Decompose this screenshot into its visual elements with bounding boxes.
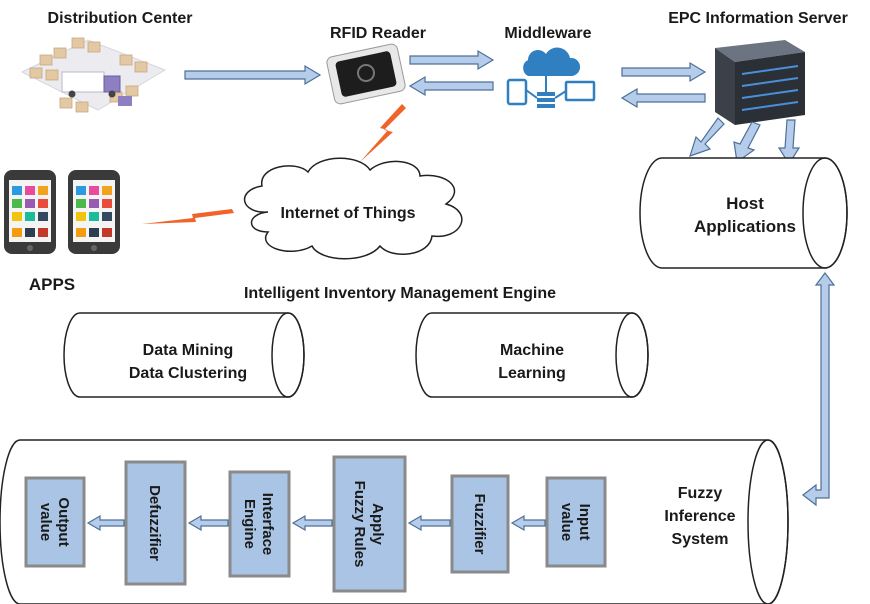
arrow-rfid-to-middleware [409,49,495,71]
arrow-warehouse-to-rfid [184,64,322,86]
defuzzifier-label: Defuzzifier [146,485,163,561]
host-applications-label-line2: Applications [694,217,796,236]
input-value-box [545,476,607,568]
arrow-middleware-to-rfid [408,75,494,97]
output-value-label-line2: value [37,503,54,541]
arrow-server-to-host-3 [777,119,801,166]
interface-engine-box [228,470,291,578]
arrow-rules-to-engine [291,514,333,532]
fuzzy-system-label-line2: Inference [664,508,735,525]
machine-learning-label-line1: Machine [500,342,564,359]
fuzzifier-box [450,474,510,574]
rfid-reader-icon [326,43,406,105]
engine-title: Intelligent Inventory Management Engine [244,285,556,302]
data-mining-label-line2: Data Clustering [129,365,247,382]
machine-learning-cylinder [415,312,649,398]
interface-engine-label-line1: Interface [259,493,276,556]
output-value-label-line1: Output [55,497,72,546]
input-value-label-line2: value [558,503,575,541]
epc-server-label: EPC Information Server [668,10,848,27]
distribution-center-label: Distribution Center [48,10,193,27]
iot-label: Internet of Things [280,205,415,222]
arrow-server-to-host-1 [689,117,725,157]
apps-label: APPS [29,275,75,294]
apply-fuzzy-rules-label-line2: Fuzzy Rules [351,481,368,568]
lightning-icon-rfid [360,104,406,162]
fuzzy-system-label-line1: Fuzzy [678,485,723,502]
arrow-fuzzifier-to-rules [407,514,451,532]
output-value-box [24,476,86,568]
arrow-server-to-middleware [620,87,706,109]
defuzzifier-box [124,460,187,586]
smartphone-icon-1 [4,170,56,254]
fuzzifier-label: Fuzzifier [471,494,488,555]
machine-learning-label-line2: Learning [498,365,566,382]
arrow-middleware-to-server [621,61,707,83]
apply-fuzzy-rules-label-line1: Apply [369,503,386,545]
iot-cloud [243,157,463,260]
smartphone-icon-2 [68,170,120,254]
data-mining-cylinder [63,312,305,398]
arrow-server-to-host-2 [733,121,761,164]
rfid-reader-label: RFID Reader [330,25,426,42]
arrow-defuzzifier-to-output [86,514,125,532]
fuzzy-system-label-line3: System [672,531,729,548]
arrow-host-to-fuzzy [802,272,836,507]
arrow-engine-to-defuzzifier [187,514,229,532]
warehouse-icon [20,37,167,113]
apply-fuzzy-rules-box [332,455,407,593]
middleware-cloud-icon [506,47,596,108]
server-icon [715,40,805,125]
lightning-icon-apps [142,209,234,224]
host-applications-cylinder [639,157,848,269]
interface-engine-label-line2: Engine [241,499,258,549]
host-applications-label-line1: Host [726,194,764,213]
middleware-label: Middleware [504,25,591,42]
input-value-label-line1: Input [576,504,593,541]
arrow-input-to-fuzzifier [510,514,546,532]
data-mining-label-line1: Data Mining [143,342,234,359]
